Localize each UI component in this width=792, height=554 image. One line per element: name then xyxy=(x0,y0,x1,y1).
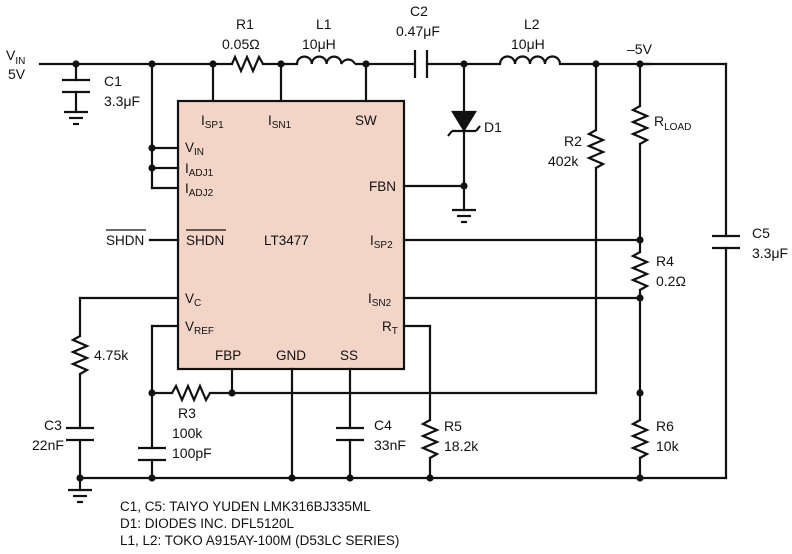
vref-network xyxy=(138,324,598,480)
ground-symbol xyxy=(452,208,476,224)
pin-iadj2-label: IADJ2 xyxy=(185,181,214,199)
bom-note-capacitors: C1, C5: TAIYO YUDEN LMK316BJ335ML xyxy=(120,499,371,514)
r3-ref: R3 xyxy=(178,405,196,421)
r6-ref: R6 xyxy=(656,418,674,434)
r6-resistor xyxy=(630,419,650,480)
junction-dot xyxy=(636,474,644,482)
l1-inductor xyxy=(295,55,357,65)
junction-dot xyxy=(148,474,156,482)
rload-label: RLOAD xyxy=(654,113,691,133)
pin-fbn-label: FBN xyxy=(369,179,396,194)
c2-capacitor xyxy=(413,50,429,78)
pin-isp2-label: ISP2 xyxy=(370,233,393,251)
pin-fbp-label: FBP xyxy=(215,348,241,363)
l2-inductor xyxy=(498,55,562,65)
junction-dot xyxy=(636,389,644,397)
shdn-net-label: SHDN xyxy=(106,233,144,248)
junction-dot xyxy=(148,164,156,172)
pin-rt-label: RT xyxy=(382,319,398,337)
junction-dot xyxy=(228,389,236,397)
c4-capacitor xyxy=(336,367,364,480)
junction-dot xyxy=(636,294,644,302)
r4-resistor xyxy=(630,238,650,422)
vc-compensation xyxy=(66,296,180,492)
r1-resistor xyxy=(230,54,264,74)
junction-dot xyxy=(346,474,354,482)
pin-vc-label: VC xyxy=(185,291,201,309)
l2-ref: L2 xyxy=(524,16,540,32)
r5-resistor xyxy=(402,324,440,480)
pin-sw-label: SW xyxy=(355,113,377,128)
c5-ref: C5 xyxy=(752,225,770,241)
l1-value: 10μH xyxy=(302,36,336,52)
bom-note-diode: D1: DIODES INC. DFL5120L xyxy=(120,516,295,531)
r2-ref: R2 xyxy=(564,133,582,149)
r4-ref: R4 xyxy=(656,253,674,269)
junction-dot xyxy=(148,144,156,152)
c2-ref: C2 xyxy=(410,3,428,19)
c5-capacitor xyxy=(638,62,740,480)
ic-name: LT3477 xyxy=(264,233,309,248)
c1-value: 3.3μF xyxy=(104,93,140,109)
c4-value: 33nF xyxy=(374,437,406,453)
rc-value: 4.75k xyxy=(94,347,129,363)
c3-ref: C3 xyxy=(44,417,62,433)
d1-ref: D1 xyxy=(484,119,502,135)
d1-diode xyxy=(447,62,481,212)
bom-note-inductors: L1, L2: TOKO A915AY-100M (D53LC SERIES) xyxy=(120,533,399,548)
c2-value: 0.47μF xyxy=(396,23,440,39)
c3-value: 22nF xyxy=(32,437,64,453)
junction-dot xyxy=(288,474,296,482)
pin-shdn-label: SHDN xyxy=(186,233,224,248)
l1-ref: L1 xyxy=(316,16,332,32)
c4-ref: C4 xyxy=(374,417,392,433)
pin-vref-label: VREF xyxy=(185,319,214,337)
output-voltage-label: –5V xyxy=(627,41,653,57)
r1-value: 0.05Ω xyxy=(222,36,260,52)
rload-resistor xyxy=(630,62,650,244)
pin-isp1-label: ISP1 xyxy=(201,113,224,131)
r5-ref: R5 xyxy=(444,418,462,434)
pin-vin-label: VIN xyxy=(185,140,204,158)
vin-iadj-wires xyxy=(150,62,180,190)
c1-ref: C1 xyxy=(104,73,122,89)
pin-isn1-label: ISN1 xyxy=(268,113,292,131)
r4-value: 0.2Ω xyxy=(656,273,686,289)
c1-capacitor xyxy=(62,62,90,114)
junction-dot xyxy=(148,389,156,397)
ground-symbol xyxy=(68,488,92,504)
junction-dot xyxy=(426,474,434,482)
ground-symbol xyxy=(64,110,88,126)
r5-value: 18.2k xyxy=(444,438,479,454)
pin-iadj1-label: IADJ1 xyxy=(185,161,214,179)
cc-value: 100pF xyxy=(172,445,212,461)
ic-lt3477-body xyxy=(176,99,406,371)
r3-value: 100k xyxy=(172,425,203,441)
vin-label: VIN xyxy=(6,47,25,67)
l2-value: 10μH xyxy=(511,36,545,52)
pin-ss-label: SS xyxy=(340,348,358,363)
pin-isn2-label: ISN2 xyxy=(368,291,392,309)
pin-gnd-label: GND xyxy=(276,348,306,363)
vin-value: 5V xyxy=(8,66,26,82)
r2-resistor xyxy=(586,62,606,395)
c5-value: 3.3μF xyxy=(752,245,788,261)
r6-value: 10k xyxy=(656,438,680,454)
r1-ref: R1 xyxy=(236,16,254,32)
r2-value: 402k xyxy=(548,153,579,169)
